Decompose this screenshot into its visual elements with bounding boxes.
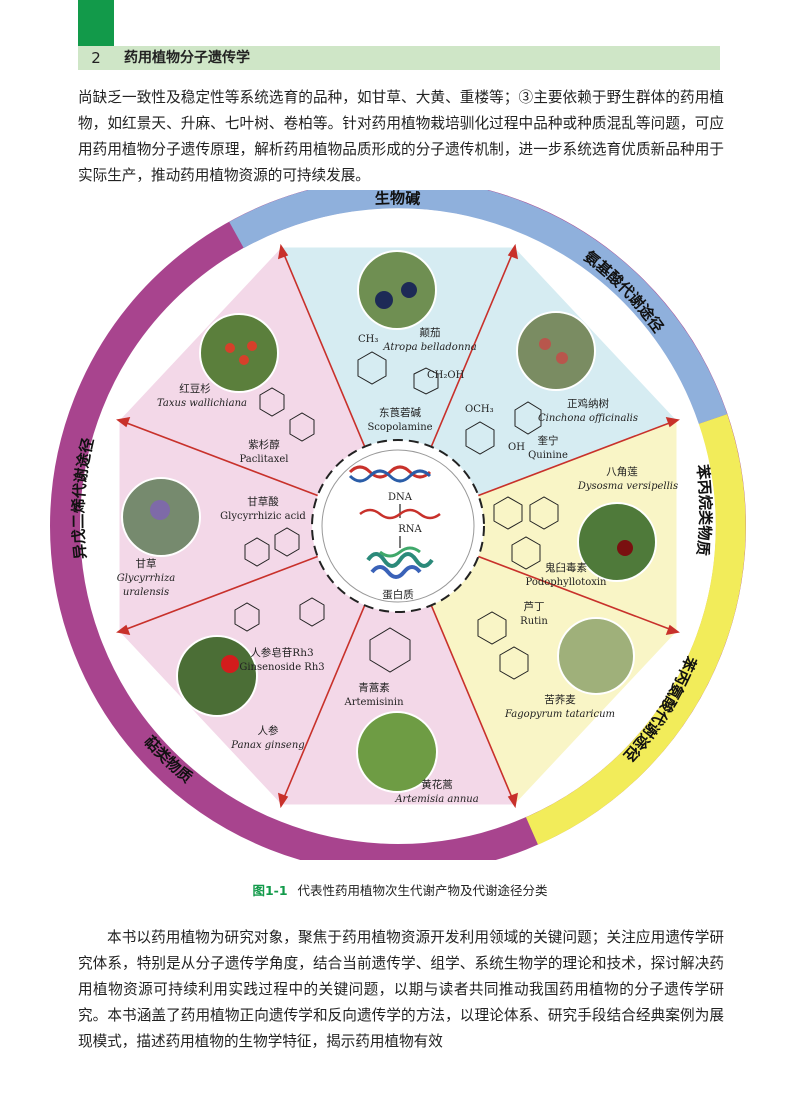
dysosma-photo bbox=[578, 503, 656, 581]
taxus-photo bbox=[200, 314, 278, 392]
artemisia-cn: 黄花蒿 bbox=[421, 778, 453, 791]
glycyrrhiza-latin2: uralensis bbox=[123, 587, 169, 598]
artemisia-compound-cn: 青蒿素 bbox=[358, 681, 390, 694]
cinchona-latin: Cinchona officinalis bbox=[538, 413, 638, 424]
dysosma-latin: Dysosma versipellis bbox=[577, 481, 678, 492]
bottom-paragraph: 本书以药用植物为研究对象，聚焦于药用植物资源开发利用领域的关键问题；关注应用遗传… bbox=[78, 925, 724, 1055]
atropa-compound-cn: 东莨菪碱 bbox=[379, 406, 421, 419]
cinchona-sub1: OCH₃ bbox=[465, 404, 494, 415]
dysosma-compound-en: Podophyllotoxin bbox=[526, 577, 608, 588]
cinchona-sub2: OH bbox=[508, 442, 525, 453]
center-protein: 蛋白质 bbox=[382, 588, 414, 601]
dysosma-compound-cn: 鬼臼毒素 bbox=[545, 561, 587, 574]
cinchona-photo bbox=[517, 312, 595, 390]
fagopyrum-cn: 苦荞麦 bbox=[544, 693, 576, 706]
fagopyrum-photo bbox=[558, 618, 634, 694]
ring-label-phenylpropanoid: 苯丙烷类物质 bbox=[693, 462, 714, 556]
atropa-compound-en: Scopolamine bbox=[367, 422, 432, 433]
caption-number: 图1-1 bbox=[252, 883, 287, 898]
panax-compound-cn: 人参皂苷Rh3 bbox=[250, 646, 313, 659]
caption-text: 代表性药用植物次生代谢产物及代谢途径分类 bbox=[298, 883, 548, 898]
center-rna: RNA bbox=[398, 524, 422, 535]
figure-metabolic-pathways: 生物碱 氨基酸代谢途径 苯丙烷类物质 苯丙氨酸代谢途径 萜类物质 异戊二烯代谢途… bbox=[0, 190, 800, 860]
fagopyrum-compound-cn: 芦丁 bbox=[524, 601, 545, 613]
page-number: 2 bbox=[78, 46, 114, 70]
dysosma-cn: 八角莲 bbox=[606, 466, 638, 478]
ring-label-alkaloid: 生物碱 bbox=[374, 190, 420, 208]
page-corner-tab bbox=[78, 0, 114, 46]
cinchona-compound-en: Quinine bbox=[528, 450, 568, 461]
panax-compound-en: Ginsenoside Rh3 bbox=[239, 662, 324, 673]
fagopyrum-compound-en: Rutin bbox=[520, 616, 548, 627]
cinchona-cn: 正鸡纳树 bbox=[567, 397, 609, 410]
figure-caption: 图1-1 代表性药用植物次生代谢产物及代谢途径分类 bbox=[0, 880, 800, 899]
atropa-cn: 颠茄 bbox=[420, 326, 441, 339]
atropa-sub1: CH₃ bbox=[358, 334, 378, 345]
atropa-latin: Atropa belladonna bbox=[382, 342, 476, 353]
taxus-compound-en: Paclitaxel bbox=[240, 454, 289, 465]
fagopyrum-latin: Fagopyrum tataricum bbox=[504, 709, 615, 720]
artemisia-latin: Artemisia annua bbox=[394, 794, 478, 805]
center-dna: DNA bbox=[388, 492, 413, 503]
top-paragraph: 尚缺乏一致性及稳定性等系统选育的品种，如甘草、大黄、重楼等；③主要依赖于野生群体… bbox=[78, 85, 724, 189]
pathway-wheel: 生物碱 氨基酸代谢途径 苯丙烷类物质 苯丙氨酸代谢途径 萜类物质 异戊二烯代谢途… bbox=[0, 190, 800, 860]
panax-cn: 人参 bbox=[258, 724, 279, 737]
atropa-sub2: CH₂OH bbox=[427, 370, 465, 381]
panax-photo bbox=[177, 636, 257, 716]
glycyrrhiza-compound-cn: 甘草酸 bbox=[247, 495, 279, 508]
glycyrrhiza-latin1: Glycyrrhiza bbox=[117, 573, 176, 584]
book-title: 药用植物分子遗传学 bbox=[124, 46, 250, 70]
atropa-photo bbox=[358, 251, 436, 329]
taxus-latin: Taxus wallichiana bbox=[157, 398, 247, 409]
running-header: 2 药用植物分子遗传学 bbox=[78, 46, 720, 70]
panax-latin: Panax ginseng bbox=[230, 740, 304, 751]
glycyrrhiza-cn: 甘草 bbox=[136, 557, 157, 570]
artemisia-compound-en: Artemisinin bbox=[343, 697, 404, 708]
taxus-cn: 红豆杉 bbox=[179, 382, 211, 395]
taxus-compound-cn: 紫杉醇 bbox=[248, 438, 280, 451]
cinchona-compound-cn: 奎宁 bbox=[538, 434, 559, 447]
glycyrrhiza-compound-en: Glycyrrhizic acid bbox=[220, 511, 306, 522]
